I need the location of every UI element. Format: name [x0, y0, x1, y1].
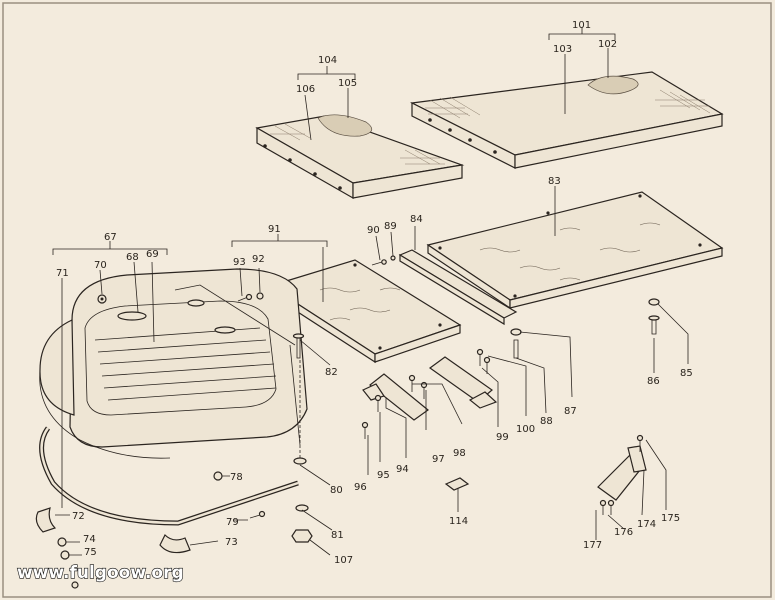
callout-87: 87 [564, 406, 577, 417]
callout-82: 82 [325, 367, 338, 378]
cushion-104 [255, 114, 465, 200]
cushion-101 [409, 71, 724, 169]
callout-80: 80 [330, 485, 343, 496]
callout-84: 84 [410, 214, 423, 225]
callout-74: 74 [83, 534, 96, 545]
callout-79: 79 [226, 517, 239, 528]
callout-67: 67 [104, 232, 117, 243]
callout-107: 107 [334, 555, 353, 566]
callout-83: 83 [548, 176, 561, 187]
callout-92: 92 [252, 254, 265, 265]
rail-84 [398, 249, 518, 326]
callout-103: 103 [553, 44, 572, 55]
callout-88: 88 [540, 416, 553, 427]
callout-175: 175 [661, 513, 680, 524]
callout-72: 72 [72, 511, 85, 522]
callout-73: 73 [225, 537, 238, 548]
callout-90: 90 [367, 225, 380, 236]
callout-85: 85 [680, 368, 693, 379]
callout-104: 104 [318, 55, 337, 66]
callout-70: 70 [94, 260, 107, 271]
callout-86: 86 [647, 376, 660, 387]
callout-78: 78 [230, 472, 243, 483]
callout-71: 71 [56, 268, 69, 279]
callout-75: 75 [84, 547, 97, 558]
callout-177: 177 [583, 540, 602, 551]
callout-105: 105 [338, 78, 357, 89]
callout-174: 174 [637, 519, 656, 530]
callout-114: 114 [449, 516, 468, 527]
hardware-parts [35, 255, 660, 589]
callout-100: 100 [516, 424, 535, 435]
callout-95: 95 [377, 470, 390, 481]
callout-68: 68 [126, 252, 139, 263]
leader-lines [52, 27, 689, 556]
watermark-text: www.fulgoow.org [17, 563, 184, 583]
callout-176: 176 [614, 527, 633, 538]
callout-81: 81 [331, 530, 344, 541]
callout-98: 98 [453, 448, 466, 459]
callout-106: 106 [296, 84, 315, 95]
callout-91: 91 [268, 224, 281, 235]
callout-94: 94 [396, 464, 409, 475]
callout-89: 89 [384, 221, 397, 232]
callout-96: 96 [354, 482, 367, 493]
callout-labels: 101 103 102 104 106 105 83 84 90 89 91 9… [56, 20, 693, 566]
callout-97: 97 [432, 454, 445, 465]
callout-93: 93 [233, 257, 246, 268]
board-83 [426, 191, 724, 310]
board-91 [268, 259, 462, 364]
callout-69: 69 [146, 249, 159, 260]
trim-strip-left [39, 426, 299, 526]
callout-102: 102 [598, 39, 617, 50]
hatch-slats [94, 327, 277, 401]
callout-101: 101 [572, 20, 591, 31]
hatch-cover-67 [39, 268, 308, 459]
callout-99: 99 [496, 432, 509, 443]
